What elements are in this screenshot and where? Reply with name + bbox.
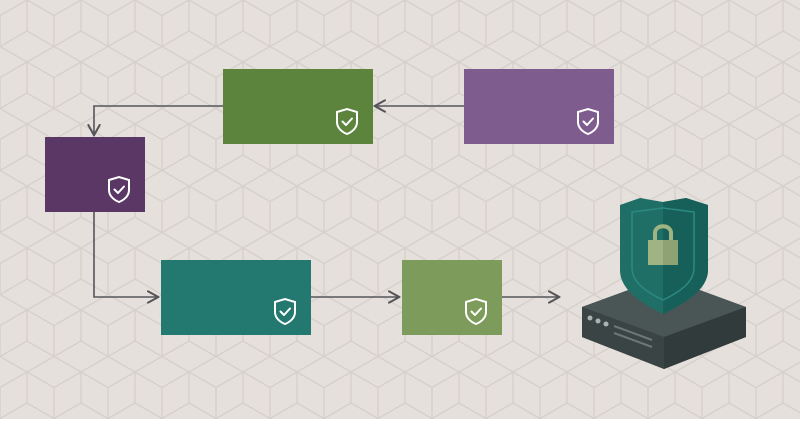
node-top-middle [223,69,373,144]
secure-server-icon [582,198,746,369]
node-bottom-left [161,260,311,335]
connector-topmiddle-to-left [94,105,223,134]
node-bottom-right [402,260,502,335]
connector-left-to-bottomleft [93,212,157,297]
connectors [94,106,558,297]
node-left [45,137,145,212]
node-top-right [464,69,614,144]
